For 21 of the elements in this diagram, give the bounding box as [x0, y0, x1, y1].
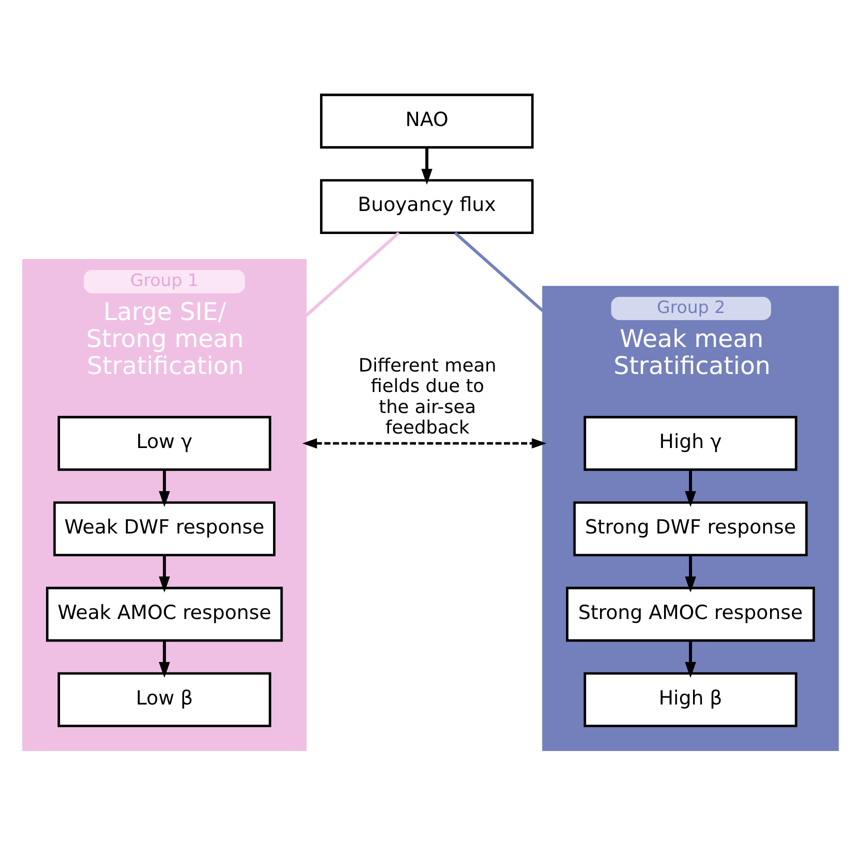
node-box: Strong AMOC response: [566, 586, 815, 642]
arrow: [158, 470, 170, 508]
arrow: [302, 438, 546, 448]
arrow: [684, 470, 696, 508]
connector: [304, 232, 400, 317]
arrow: [684, 555, 696, 592]
connector: [454, 232, 544, 312]
node-box: Strong DWF response: [573, 501, 808, 556]
node-box: Low γ: [58, 416, 272, 471]
arrow: [158, 640, 170, 678]
node-box: High β: [584, 672, 798, 728]
node-box: Weak DWF response: [53, 501, 276, 556]
node-box: Buoyancy flux: [320, 179, 534, 234]
arrow: [421, 148, 432, 185]
edge-label: Different mean fields due to the air-sea feedback: [358, 355, 496, 439]
arrow: [158, 555, 170, 592]
node-box: Low β: [58, 672, 272, 728]
node-box: NAO: [320, 94, 534, 149]
arrow: [684, 640, 696, 678]
node-box: Weak AMOC response: [46, 586, 283, 642]
node-box: High γ: [584, 416, 798, 471]
